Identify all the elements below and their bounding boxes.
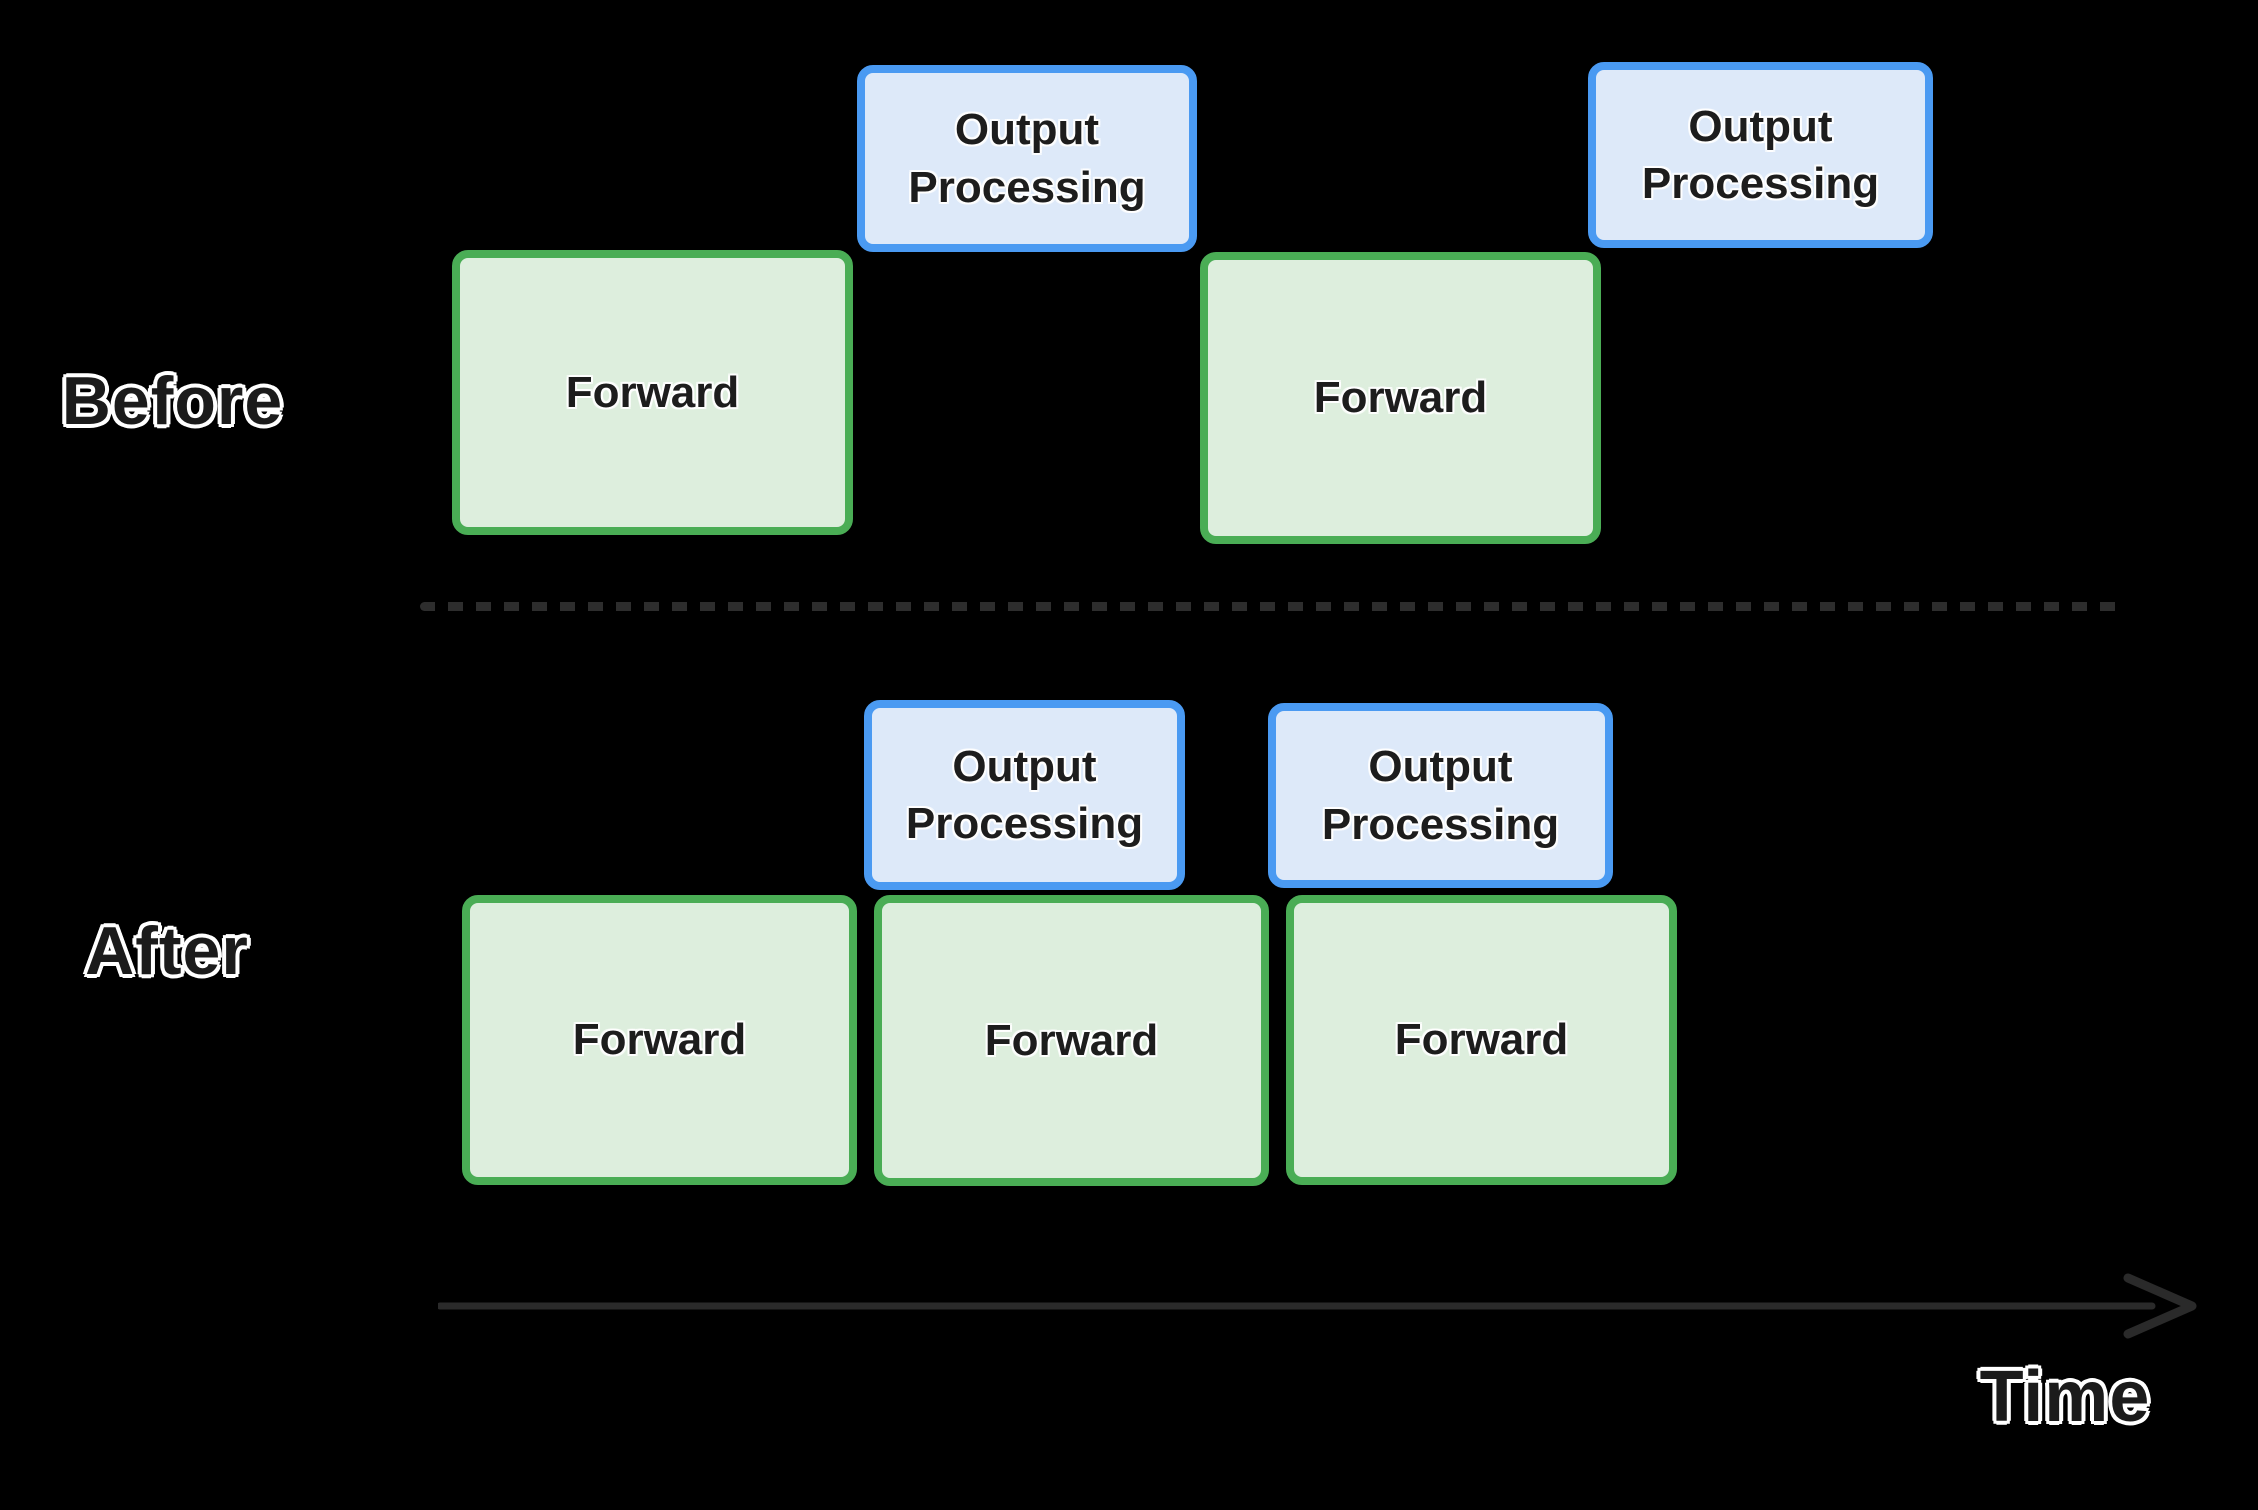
box-label: Forward: [1313, 373, 1488, 423]
box-label: Output Processing: [905, 741, 1144, 848]
after-row-label: After: [85, 913, 249, 989]
forward-box: Forward: [452, 250, 853, 535]
forward-box: Forward: [462, 895, 857, 1185]
box-label: Output Processing: [1321, 742, 1560, 849]
before-row-label: Before: [61, 363, 284, 439]
forward-box: Forward: [874, 895, 1269, 1186]
time-axis-label: Time: [1979, 1357, 2151, 1437]
time-arrowhead-icon: [2123, 1273, 2197, 1339]
box-label: Output Processing: [908, 105, 1146, 212]
box-label: Forward: [572, 1015, 747, 1065]
box-label: Forward: [565, 367, 740, 417]
forward-box: Forward: [1286, 895, 1677, 1185]
box-label: Forward: [1394, 1015, 1569, 1065]
time-axis-arrow: [438, 1273, 2197, 1339]
forward-box: Forward: [1200, 252, 1601, 544]
output-processing-box: Output Processing: [864, 700, 1185, 890]
output-processing-box: Output Processing: [1268, 703, 1613, 888]
box-label: Output Processing: [1641, 101, 1880, 208]
box-label: Forward: [984, 1015, 1159, 1065]
output-processing-box: Output Processing: [857, 65, 1197, 252]
before-after-divider: [420, 602, 2128, 611]
output-processing-box: Output Processing: [1588, 62, 1933, 248]
